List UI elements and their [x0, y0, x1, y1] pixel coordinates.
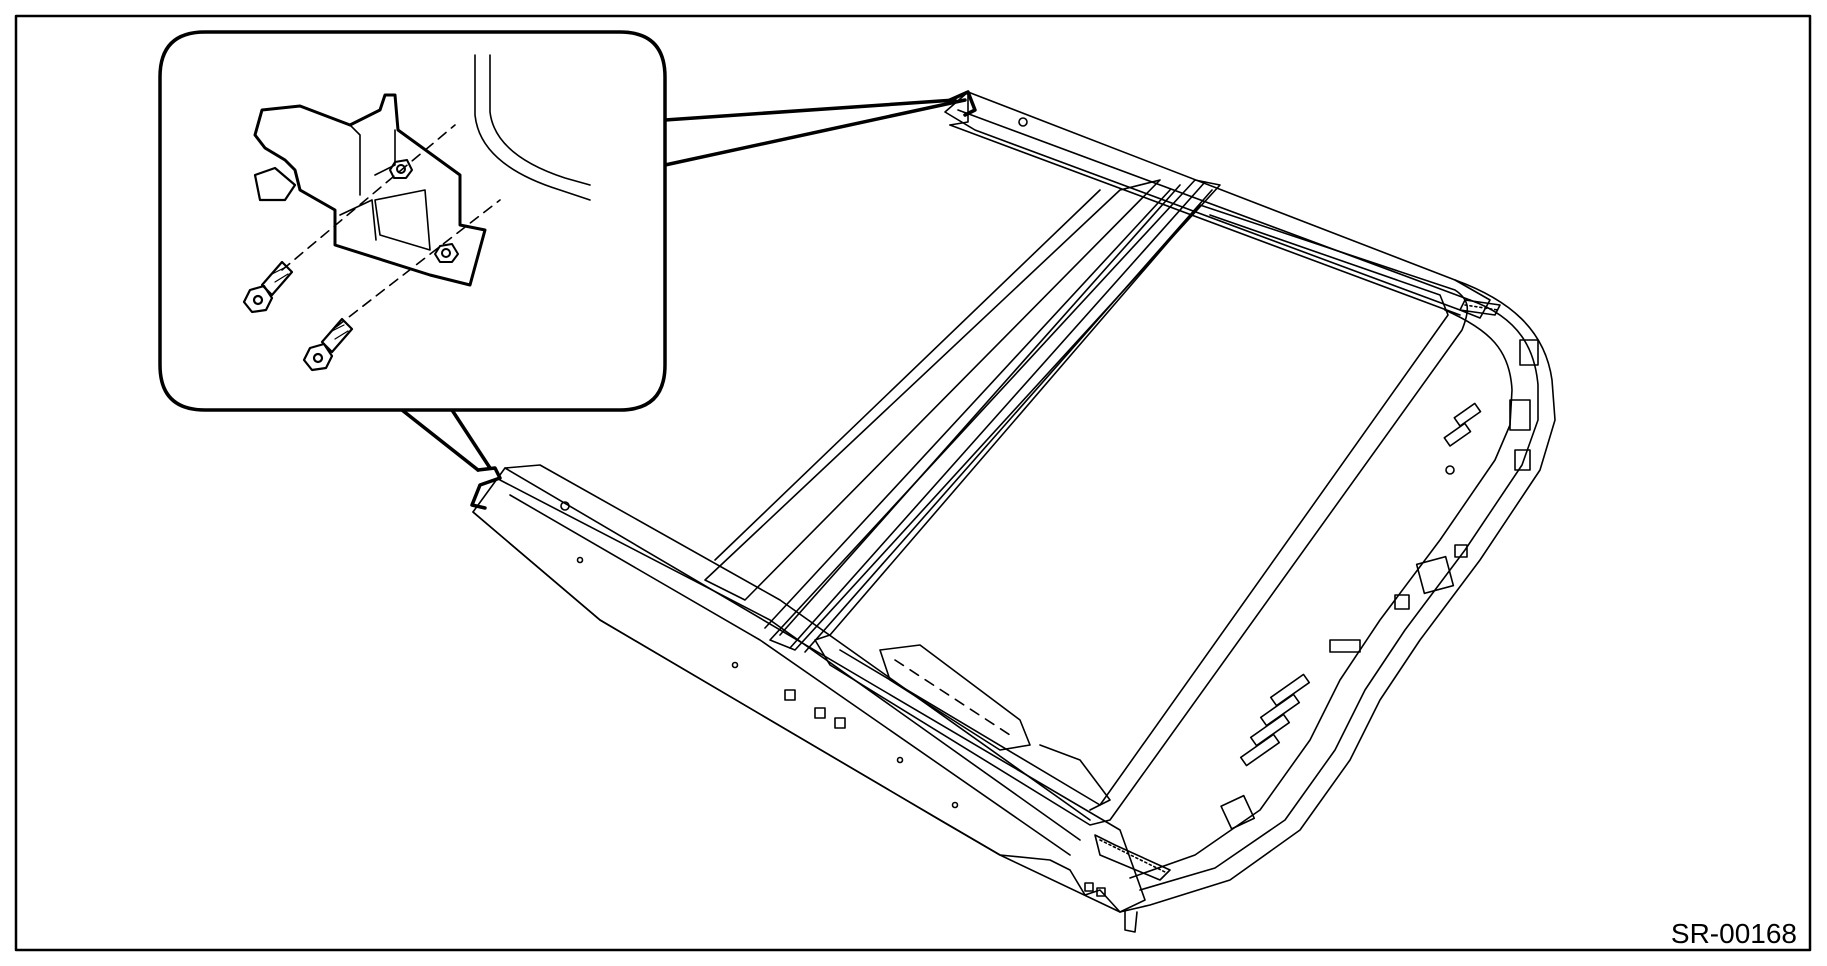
bolt: [302, 317, 354, 372]
front-glass-edge: [704, 179, 1161, 601]
rail-holes: [560, 117, 1455, 897]
bolt: [242, 260, 294, 314]
figure-code: SR-00168: [1670, 918, 1797, 949]
roof-panel-edge: [474, 54, 591, 201]
deflector-panel: [879, 644, 1031, 751]
rear-corner-gear-rack: [1094, 834, 1171, 881]
callout-bubble: [158, 30, 667, 412]
sunroof-glass-panel: [814, 204, 1469, 826]
diagram-border: [14, 14, 1812, 952]
left-side-rail: [504, 464, 1091, 821]
sunroof-frame-assembly: [472, 91, 1556, 933]
detail-callout: [158, 30, 667, 412]
side-slots: [1220, 339, 1539, 830]
center-seal-bar: [769, 179, 1221, 651]
front-corner-gear-rack: [1459, 299, 1501, 316]
mounting-bracket: [253, 93, 487, 287]
nut: [389, 159, 413, 179]
nut: [434, 243, 459, 263]
callout-leaders: [400, 90, 977, 510]
installation-guide-lines: [281, 124, 501, 328]
front-cross-member: [944, 91, 1491, 319]
right-side-rail: [1119, 279, 1556, 913]
